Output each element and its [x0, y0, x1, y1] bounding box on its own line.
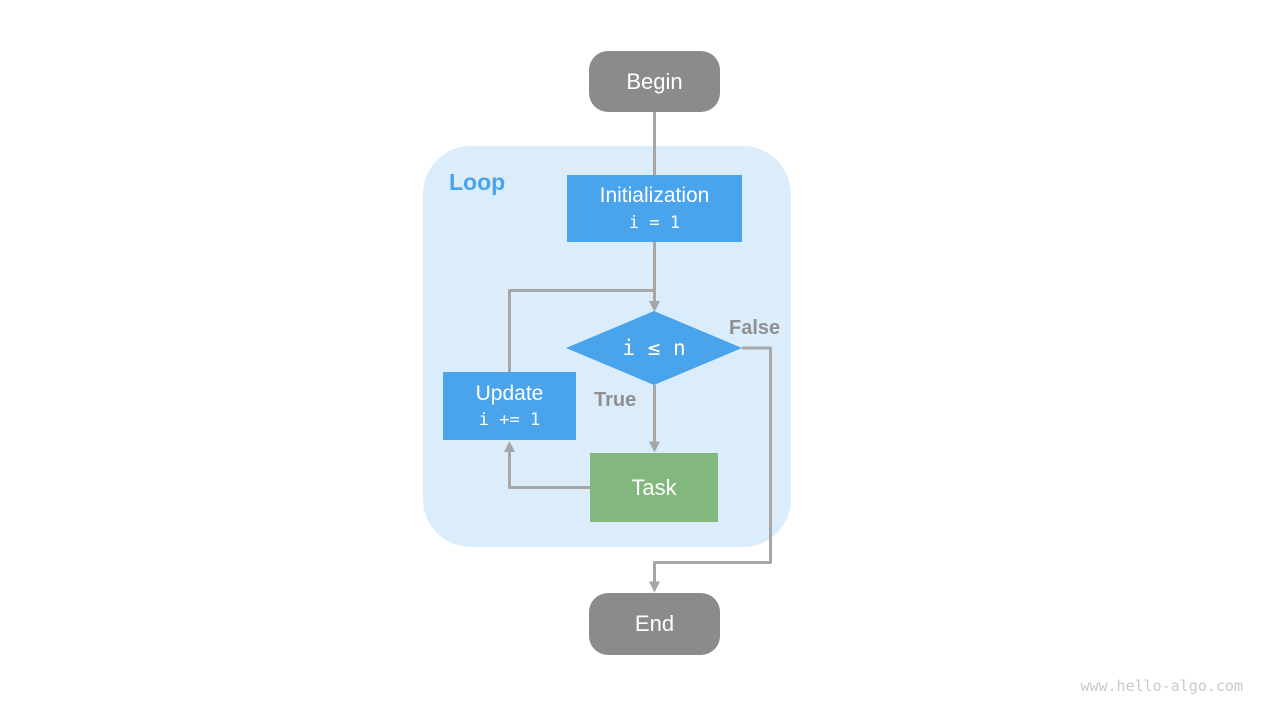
- node-initialization-label: Initialization: [599, 184, 710, 208]
- arrowhead-into-end: [649, 581, 660, 593]
- node-condition-code: i ≤ n: [622, 335, 686, 360]
- node-begin-label: Begin: [626, 68, 683, 94]
- edge-label-true: True: [594, 389, 637, 411]
- node-update-code: i += 1: [478, 410, 541, 430]
- node-task: Task: [590, 453, 718, 522]
- node-update-label: Update: [475, 381, 544, 405]
- watermark: www.hello-algo.com: [1080, 677, 1243, 695]
- node-initialization: Initialization i = 1: [567, 175, 742, 242]
- node-update: Update i += 1: [443, 372, 576, 440]
- loop-group-label: Loop: [449, 169, 506, 195]
- node-end-label: End: [634, 611, 675, 637]
- node-begin: Begin: [589, 51, 720, 112]
- edge-label-false: False: [729, 317, 781, 339]
- node-initialization-code: i = 1: [628, 212, 681, 233]
- node-task-label: Task: [631, 474, 677, 500]
- node-end: End: [589, 593, 720, 655]
